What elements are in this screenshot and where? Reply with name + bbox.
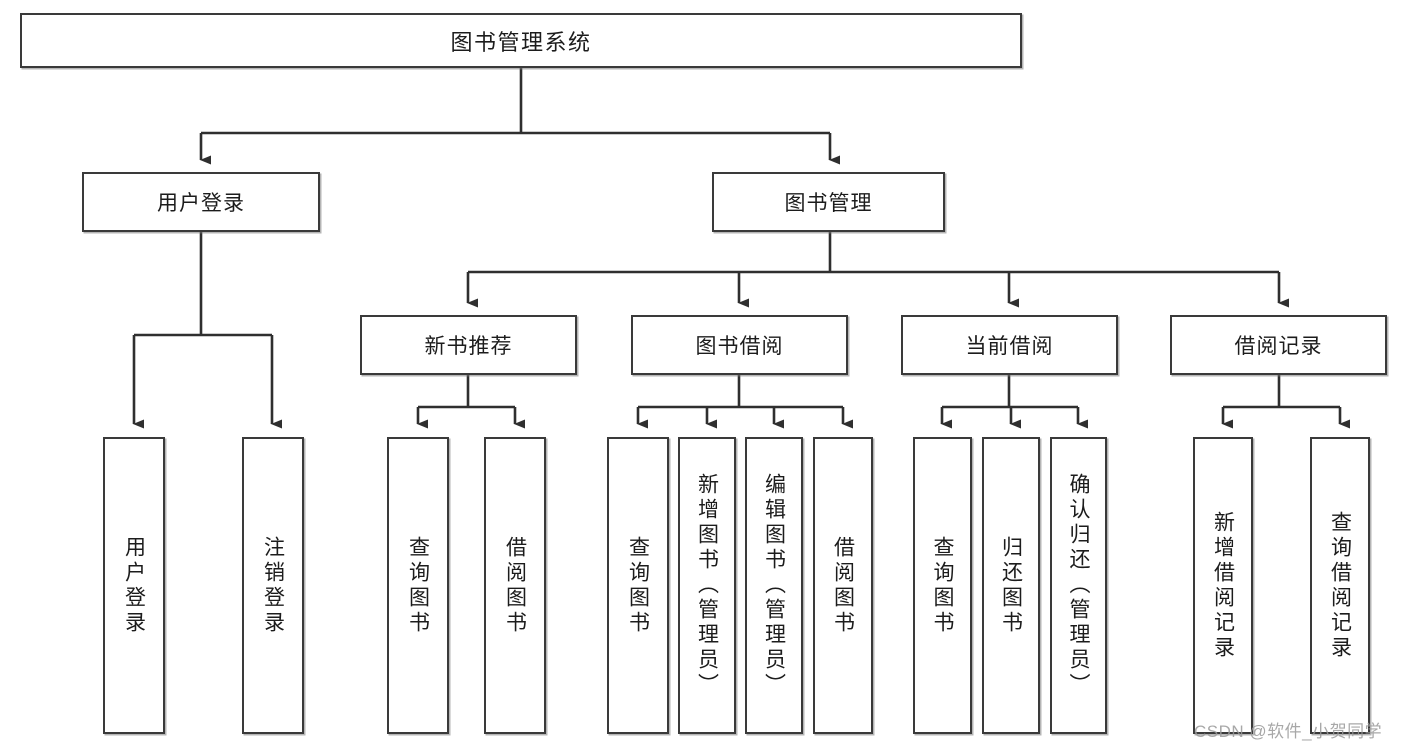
leaf-borrow-book-recommend[interactable]: 借阅图书 — [484, 437, 546, 734]
leaf-query-book-current[interactable]: 查询图书 — [913, 437, 972, 734]
node-new-book-recommend[interactable]: 新书推荐 — [360, 315, 577, 375]
leaf-label: 查询图书 — [626, 535, 650, 636]
leaf-label: 注销登录 — [261, 535, 285, 636]
leaf-user-login[interactable]: 用户登录 — [103, 437, 165, 734]
leaf-edit-book-admin[interactable]: 编辑图书（管理员） — [745, 437, 803, 734]
leaf-return-book[interactable]: 归还图书 — [982, 437, 1040, 734]
leaf-query-book-recommend[interactable]: 查询图书 — [387, 437, 449, 734]
leaf-user-logout[interactable]: 注销登录 — [242, 437, 304, 734]
node-book-borrow[interactable]: 图书借阅 — [631, 315, 848, 375]
leaf-label: 新增图书（管理员） — [695, 473, 719, 698]
leaf-label: 查询借阅记录 — [1328, 510, 1352, 661]
watermark: CSDN @软件_小贺同学 — [1194, 722, 1383, 741]
leaf-label: 查询图书 — [406, 535, 430, 636]
node-book-management[interactable]: 图书管理 — [712, 172, 945, 232]
leaf-query-book-borrow[interactable]: 查询图书 — [607, 437, 669, 734]
leaf-label: 借阅图书 — [503, 535, 527, 636]
node-root[interactable]: 图书管理系统 — [20, 13, 1022, 68]
node-borrow-record[interactable]: 借阅记录 — [1170, 315, 1387, 375]
leaf-label: 确认归还（管理员） — [1067, 473, 1090, 698]
leaf-label: 归还图书 — [999, 535, 1023, 636]
leaf-label: 新增借阅记录 — [1211, 510, 1235, 661]
node-current-borrow[interactable]: 当前借阅 — [901, 315, 1118, 375]
leaf-query-borrow-record[interactable]: 查询借阅记录 — [1310, 437, 1370, 734]
leaf-add-book-admin[interactable]: 新增图书（管理员） — [678, 437, 736, 734]
node-user-login[interactable]: 用户登录 — [82, 172, 320, 232]
leaf-label: 借阅图书 — [831, 535, 855, 636]
leaf-borrow-book[interactable]: 借阅图书 — [813, 437, 873, 734]
leaf-label: 用户登录 — [122, 535, 146, 636]
leaf-label: 编辑图书（管理员） — [762, 473, 786, 698]
leaf-confirm-return-admin[interactable]: 确认归还（管理员） — [1050, 437, 1107, 734]
leaf-add-borrow-record[interactable]: 新增借阅记录 — [1193, 437, 1253, 734]
leaf-label: 查询图书 — [931, 535, 954, 636]
